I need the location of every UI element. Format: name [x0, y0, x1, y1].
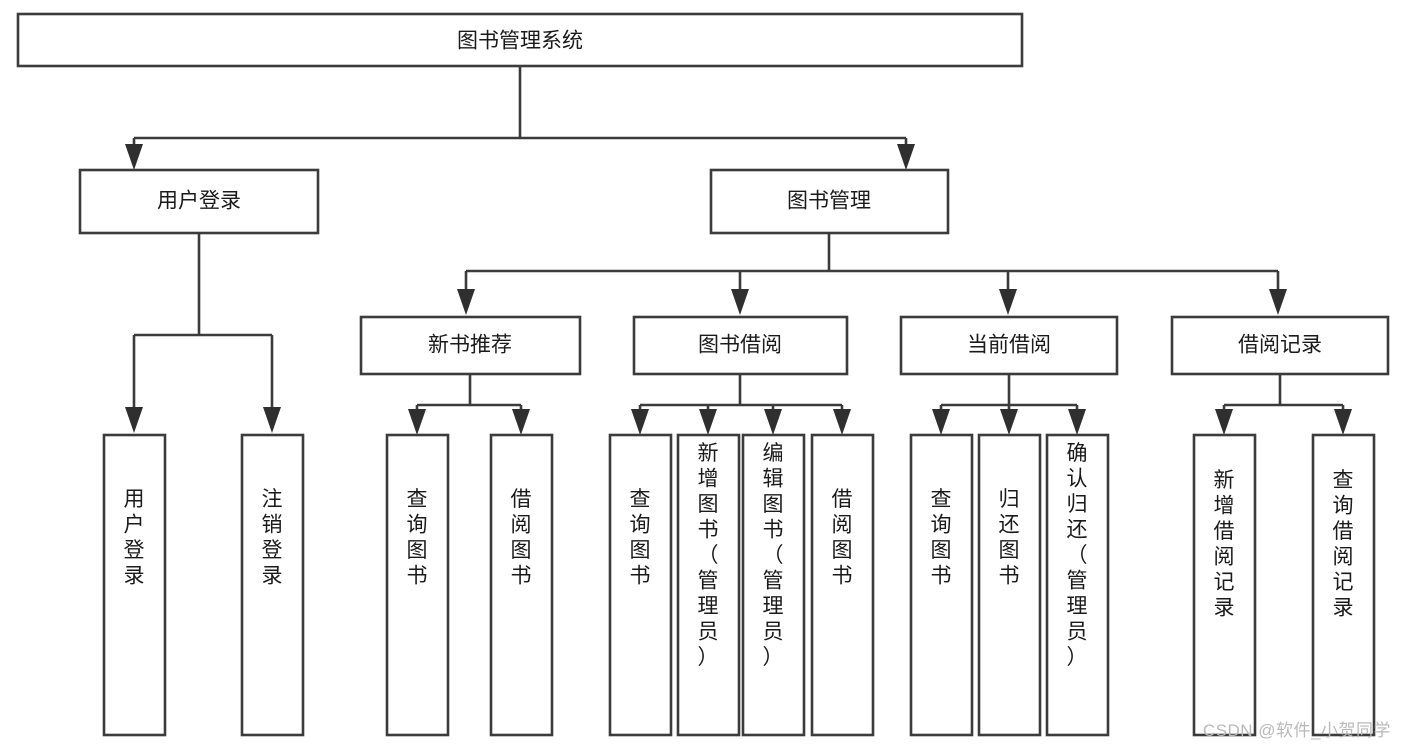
node-label-new-book-recommend: 新书推荐	[428, 334, 512, 357]
arrow-icon	[631, 409, 649, 435]
connector-borrow-record-to-leaves	[1215, 374, 1352, 435]
node-label-leaf-add-book: 新增图书（管理员）	[698, 442, 719, 669]
node-new-book-recommend[interactable]: 新书推荐	[359, 315, 582, 376]
node-label-book-management: 图书管理	[787, 190, 871, 213]
node-label-book-borrow: 图书借阅	[698, 334, 782, 357]
arrow-icon	[408, 409, 426, 435]
node-box	[16, 12, 1024, 68]
node-leaf-add-book[interactable]: 新增图书（管理员）	[676, 433, 741, 737]
node-label-leaf-query-record: 查询借阅记录	[1333, 469, 1354, 620]
node-label-leaf-add-record: 新增借阅记录	[1214, 469, 1235, 620]
arrow-icon	[699, 409, 717, 435]
node-box	[676, 433, 741, 737]
node-root[interactable]: 图书管理系统	[16, 12, 1024, 68]
connector-user-login-to-leaves	[125, 233, 281, 433]
arrow-icon	[731, 289, 749, 315]
arrow-icon	[897, 144, 915, 170]
node-label-leaf-query-book-1: 查询图书	[407, 488, 428, 588]
node-box	[632, 315, 849, 376]
arrow-icon	[125, 144, 143, 170]
arrow-icon	[125, 407, 143, 433]
node-label-borrow-record: 借阅记录	[1238, 334, 1322, 357]
node-leaf-logout-login[interactable]: 注销登录	[240, 433, 305, 737]
node-label-leaf-borrow-book-1: 借阅图书	[511, 488, 532, 588]
connector-book-management-to-level3	[457, 233, 1287, 315]
node-leaf-query-book-1[interactable]: 查询图书	[385, 433, 450, 737]
node-box	[102, 433, 167, 737]
node-leaf-borrow-book-1[interactable]: 借阅图书	[489, 433, 554, 737]
arrow-icon	[1269, 289, 1287, 315]
node-label-leaf-return-book: 归还图书	[999, 488, 1020, 588]
csdn-watermark: CSDN @软件_小贺同学	[1202, 721, 1391, 740]
node-box	[1192, 433, 1257, 737]
node-box	[810, 433, 875, 737]
node-box	[741, 433, 806, 737]
node-label-leaf-logout-login: 注销登录	[262, 488, 283, 588]
node-borrow-record[interactable]: 借阅记录	[1170, 315, 1390, 376]
node-box	[709, 168, 950, 235]
node-leaf-query-book-2[interactable]: 查询图书	[608, 433, 673, 737]
node-label-user-login: 用户登录	[157, 190, 241, 213]
connector-current-borrow-to-leaves	[932, 374, 1086, 435]
node-label-current-borrow: 当前借阅	[967, 334, 1051, 357]
node-box	[899, 315, 1119, 376]
node-box	[909, 433, 974, 737]
arrow-icon	[1215, 409, 1233, 435]
node-box	[1311, 433, 1376, 737]
node-label-leaf-user-login: 用户登录	[124, 488, 145, 588]
node-book-management[interactable]: 图书管理	[709, 168, 950, 235]
arrow-icon	[764, 409, 782, 435]
arrow-icon	[1334, 409, 1352, 435]
arrow-icon	[457, 289, 475, 315]
node-box	[1045, 433, 1110, 737]
connector-root-to-level2	[125, 66, 915, 170]
node-leaf-query-book-3[interactable]: 查询图书	[909, 433, 974, 737]
node-leaf-query-record[interactable]: 查询借阅记录	[1311, 433, 1376, 737]
node-leaf-borrow-book-2[interactable]: 借阅图书	[810, 433, 875, 737]
node-current-borrow[interactable]: 当前借阅	[899, 315, 1119, 376]
node-box	[489, 433, 554, 737]
arrow-icon	[263, 407, 281, 433]
node-label-root: 图书管理系统	[457, 30, 583, 53]
connector-book-borrow-to-leaves	[631, 374, 851, 435]
node-label-leaf-query-book-3: 查询图书	[931, 488, 952, 588]
node-box	[359, 315, 582, 376]
node-label-leaf-query-book-2: 查询图书	[630, 488, 651, 588]
node-label-leaf-confirm-return: 确认归还（管理员）	[1067, 442, 1088, 669]
node-book-borrow[interactable]: 图书借阅	[632, 315, 849, 376]
node-user-login[interactable]: 用户登录	[78, 168, 320, 235]
node-box	[977, 433, 1042, 737]
node-leaf-return-book[interactable]: 归还图书	[977, 433, 1042, 737]
connector-new-book-recommend-to-leaves	[408, 374, 530, 435]
node-box	[78, 168, 320, 235]
arrow-icon	[512, 409, 530, 435]
arrow-icon	[833, 409, 851, 435]
node-box	[385, 433, 450, 737]
node-box	[608, 433, 673, 737]
node-leaf-confirm-return[interactable]: 确认归还（管理员）	[1045, 433, 1110, 737]
arrow-icon	[1000, 409, 1018, 435]
arrow-icon	[999, 289, 1017, 315]
node-leaf-add-record[interactable]: 新增借阅记录	[1192, 433, 1257, 737]
node-leaf-edit-book[interactable]: 编辑图书（管理员）	[741, 433, 806, 737]
arrow-icon	[932, 409, 950, 435]
node-box	[1170, 315, 1390, 376]
node-label-leaf-borrow-book-2: 借阅图书	[832, 488, 853, 588]
node-leaf-user-login[interactable]: 用户登录	[102, 433, 167, 737]
node-box	[240, 433, 305, 737]
arrow-icon	[1068, 409, 1086, 435]
node-label-leaf-edit-book: 编辑图书（管理员）	[763, 442, 784, 669]
